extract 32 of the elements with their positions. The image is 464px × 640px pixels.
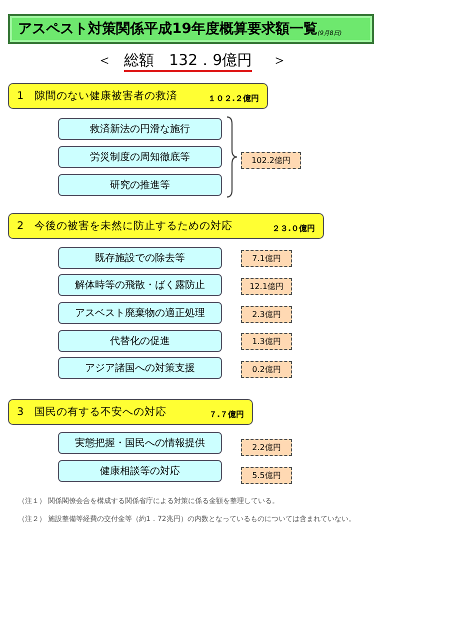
section-amount: １０２.２億円 — [208, 93, 259, 104]
amount-tag: 2.2億円 — [241, 439, 292, 456]
amount-tag: 7.1億円 — [241, 250, 292, 267]
section-header — [8, 83, 268, 109]
measure-box: 労災制度の周知徹底等 — [58, 146, 222, 168]
measure-box: アジア諸国への対策支援 — [58, 357, 222, 379]
title-banner — [8, 14, 374, 44]
measure-box: 実態把握・国民への情報提供 — [58, 432, 222, 454]
amount-tag: 0.2億円 — [241, 361, 292, 378]
section-title: 3 国民の有する不安への対応 — [17, 405, 167, 419]
section-amount: ２３.０億円 — [272, 223, 315, 234]
measure-box: 健康相談等の対応 — [58, 460, 222, 482]
title-text: アスペスト対策関係平成19年度概算要求額一覧 — [18, 20, 318, 38]
measure-box: 既存施設での除去等 — [58, 247, 222, 269]
measure-box: 代替化の促進 — [58, 330, 222, 352]
measure-box: アスベスト廃棄物の適正処理 — [58, 302, 222, 324]
section-amount: ７.７億円 — [208, 409, 244, 420]
angle-bracket: ＜ — [97, 50, 112, 70]
amount-tag: 1.3億円 — [241, 333, 292, 350]
section-title: 1 隙間のない健康被害者の救済 — [17, 89, 178, 103]
section-header — [8, 399, 253, 425]
measure-box: 解体時等の飛散・ばく露防止 — [58, 274, 222, 296]
section-title: 2 今後の被害を未然に防止するための対応 — [17, 219, 233, 233]
measure-box: 救済新法の円滑な施行 — [58, 118, 222, 140]
measure-box: 研究の推進等 — [58, 174, 222, 196]
amount-tag: 12.1億円 — [241, 278, 292, 295]
amount-tag: 5.5億円 — [241, 467, 292, 484]
amount-tag: 2.3億円 — [241, 306, 292, 323]
section-header — [8, 213, 324, 239]
amount-tag: 102.2億円 — [241, 152, 301, 169]
total-amount: 総額 132．9億円 — [124, 50, 252, 72]
angle-bracket: ＞ — [272, 50, 287, 70]
